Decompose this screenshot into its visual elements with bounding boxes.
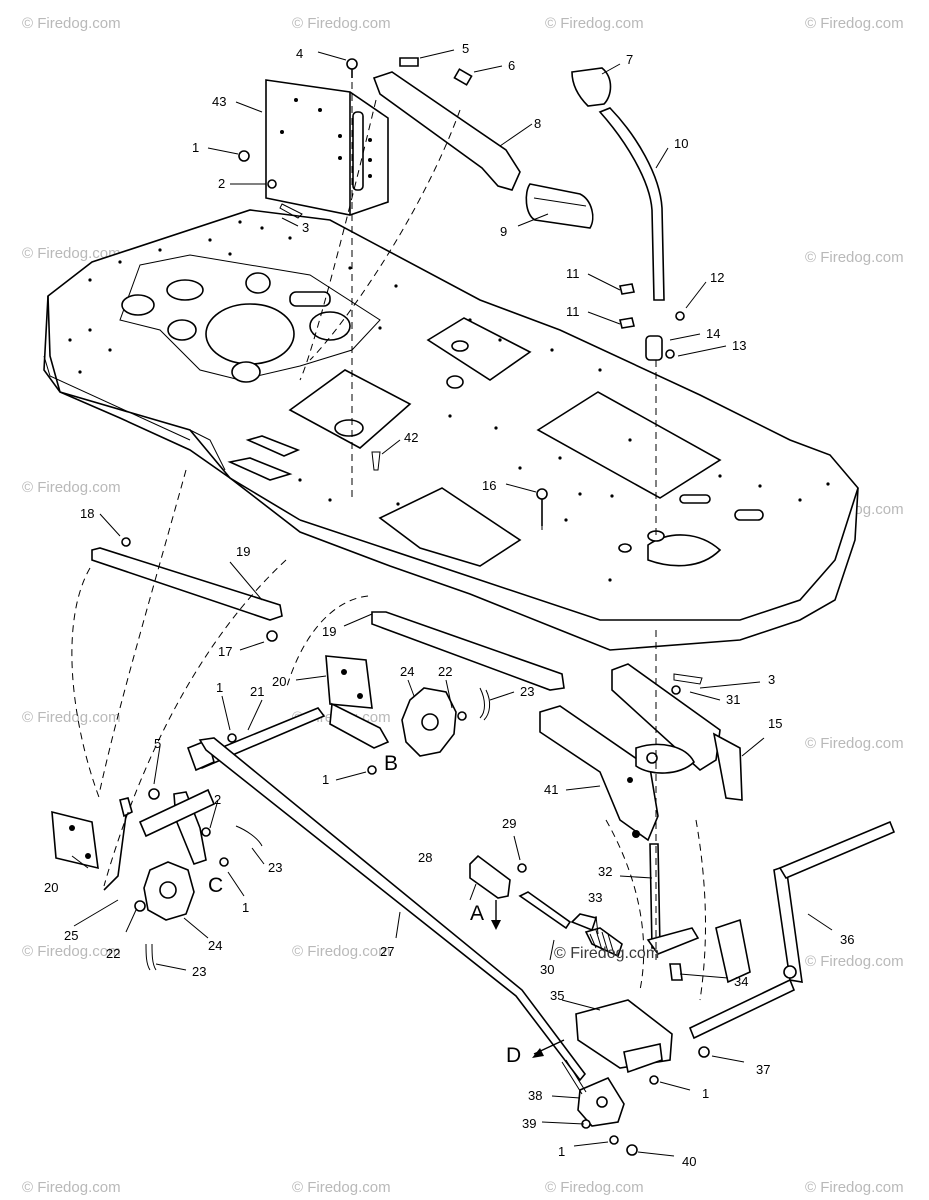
lift-lever-10	[571, 67, 665, 361]
callout-1: 1	[192, 140, 199, 155]
callout-22: 22	[438, 664, 452, 679]
watermark: © Firedog.com	[22, 1179, 121, 1196]
watermark: © Firedog.com	[805, 15, 904, 32]
callout-16: 16	[482, 478, 496, 493]
detail-letters: B C A D	[208, 752, 521, 1067]
watermark: © Firedog.com	[545, 15, 644, 32]
frame-deck	[43, 209, 859, 651]
callout-33: 33	[588, 890, 602, 905]
frame-rivets	[68, 220, 830, 582]
callout-15: 15	[768, 716, 782, 731]
callout-11: 11	[566, 304, 580, 319]
callout-20: 20	[44, 880, 58, 895]
callout-24: 24	[400, 664, 414, 679]
callout-30: 30	[540, 962, 554, 977]
detail-arrows	[491, 900, 565, 1058]
right-brackets	[539, 663, 743, 842]
callout-27: 27	[380, 944, 394, 959]
callout-29: 29	[502, 816, 516, 831]
rear-straps	[91, 547, 565, 691]
callout-13: 13	[732, 338, 746, 353]
callout-18: 18	[80, 506, 94, 521]
callout-1: 1	[242, 900, 249, 915]
callout-36: 36	[840, 932, 854, 947]
callout-20: 20	[272, 674, 286, 689]
callout-39: 39	[522, 1116, 536, 1131]
detail-letter-b: B	[384, 752, 398, 775]
callout-25: 25	[64, 928, 78, 943]
callout-23: 23	[520, 684, 534, 699]
callout-21: 21	[250, 684, 264, 699]
callout-38: 38	[528, 1088, 542, 1103]
rear-lift-shaft	[575, 820, 896, 1074]
lift-handle-bracket	[372, 57, 521, 191]
callout-1: 1	[216, 680, 223, 695]
callout-28: 28	[418, 850, 432, 865]
callout-23: 23	[192, 964, 206, 979]
sector-gears	[143, 687, 457, 921]
callout-41: 41	[544, 782, 558, 797]
watermark: © Firedog.com	[22, 245, 121, 262]
callout-37: 37	[756, 1062, 770, 1077]
detail-letter-a: A	[470, 902, 484, 925]
callout-40: 40	[682, 1154, 696, 1169]
lift-shafts	[103, 707, 587, 1082]
callout-9: 9	[500, 224, 507, 239]
callout-17: 17	[218, 644, 232, 659]
watermark: © Firedog.com	[805, 1179, 904, 1196]
watermark: © Firedog.com	[22, 709, 121, 726]
callout-7: 7	[626, 52, 633, 67]
watermark: © Firedog.com	[22, 479, 121, 496]
watermark: © Firedog.com	[292, 1179, 391, 1196]
callout-10: 10	[674, 136, 688, 151]
callout-19: 19	[322, 624, 336, 639]
callout-34: 34	[734, 974, 748, 989]
handle-grip-9	[525, 183, 594, 229]
callouts: 4 5 6 7 43 1 8 10 2 3 9 11 12 11 14 13 4…	[44, 41, 854, 1169]
callout-2: 2	[214, 792, 221, 807]
watermark: © Firedog.com	[22, 943, 121, 960]
watermark: © Firedog.com	[805, 953, 904, 970]
callout-4: 4	[296, 46, 303, 61]
watermark: © Firedog.com	[292, 15, 391, 32]
detail-letter-c: C	[208, 874, 223, 897]
watermark: © Firedog.com	[545, 1179, 644, 1196]
hardware	[121, 58, 703, 1156]
callout-31: 31	[726, 692, 740, 707]
callout-1: 1	[322, 772, 329, 787]
watermark: © Firedog.com	[292, 943, 391, 960]
callout-12: 12	[710, 270, 724, 285]
callout-19: 19	[236, 544, 250, 559]
callout-1: 1	[702, 1086, 709, 1101]
callout-24: 24	[208, 938, 222, 953]
callout-5: 5	[154, 736, 161, 751]
watermark: © Firedog.com	[805, 249, 904, 266]
center-watermark: © Firedog.com	[554, 945, 659, 962]
callout-6: 6	[508, 58, 515, 73]
leader-lines	[71, 49, 833, 1157]
callout-3: 3	[302, 220, 309, 235]
trunnion-assembly	[561, 1059, 625, 1127]
callout-1: 1	[558, 1144, 565, 1159]
callout-3: 3	[768, 672, 775, 687]
watermark: © Firedog.com	[22, 15, 121, 32]
callout-42: 42	[404, 430, 418, 445]
assembly-lines	[71, 70, 706, 1001]
callout-23: 23	[268, 860, 282, 875]
callout-14: 14	[706, 326, 720, 341]
callout-43: 43	[212, 94, 226, 109]
callout-5: 5	[462, 41, 469, 56]
callout-8: 8	[534, 116, 541, 131]
callout-35: 35	[550, 988, 564, 1003]
callout-22: 22	[106, 946, 120, 961]
watermark: © Firedog.com	[805, 735, 904, 752]
detail-letter-d: D	[506, 1044, 521, 1067]
callout-2: 2	[218, 176, 225, 191]
seat-bracket-plate	[265, 79, 389, 216]
callout-11: 11	[566, 266, 580, 281]
callout-32: 32	[598, 864, 612, 879]
